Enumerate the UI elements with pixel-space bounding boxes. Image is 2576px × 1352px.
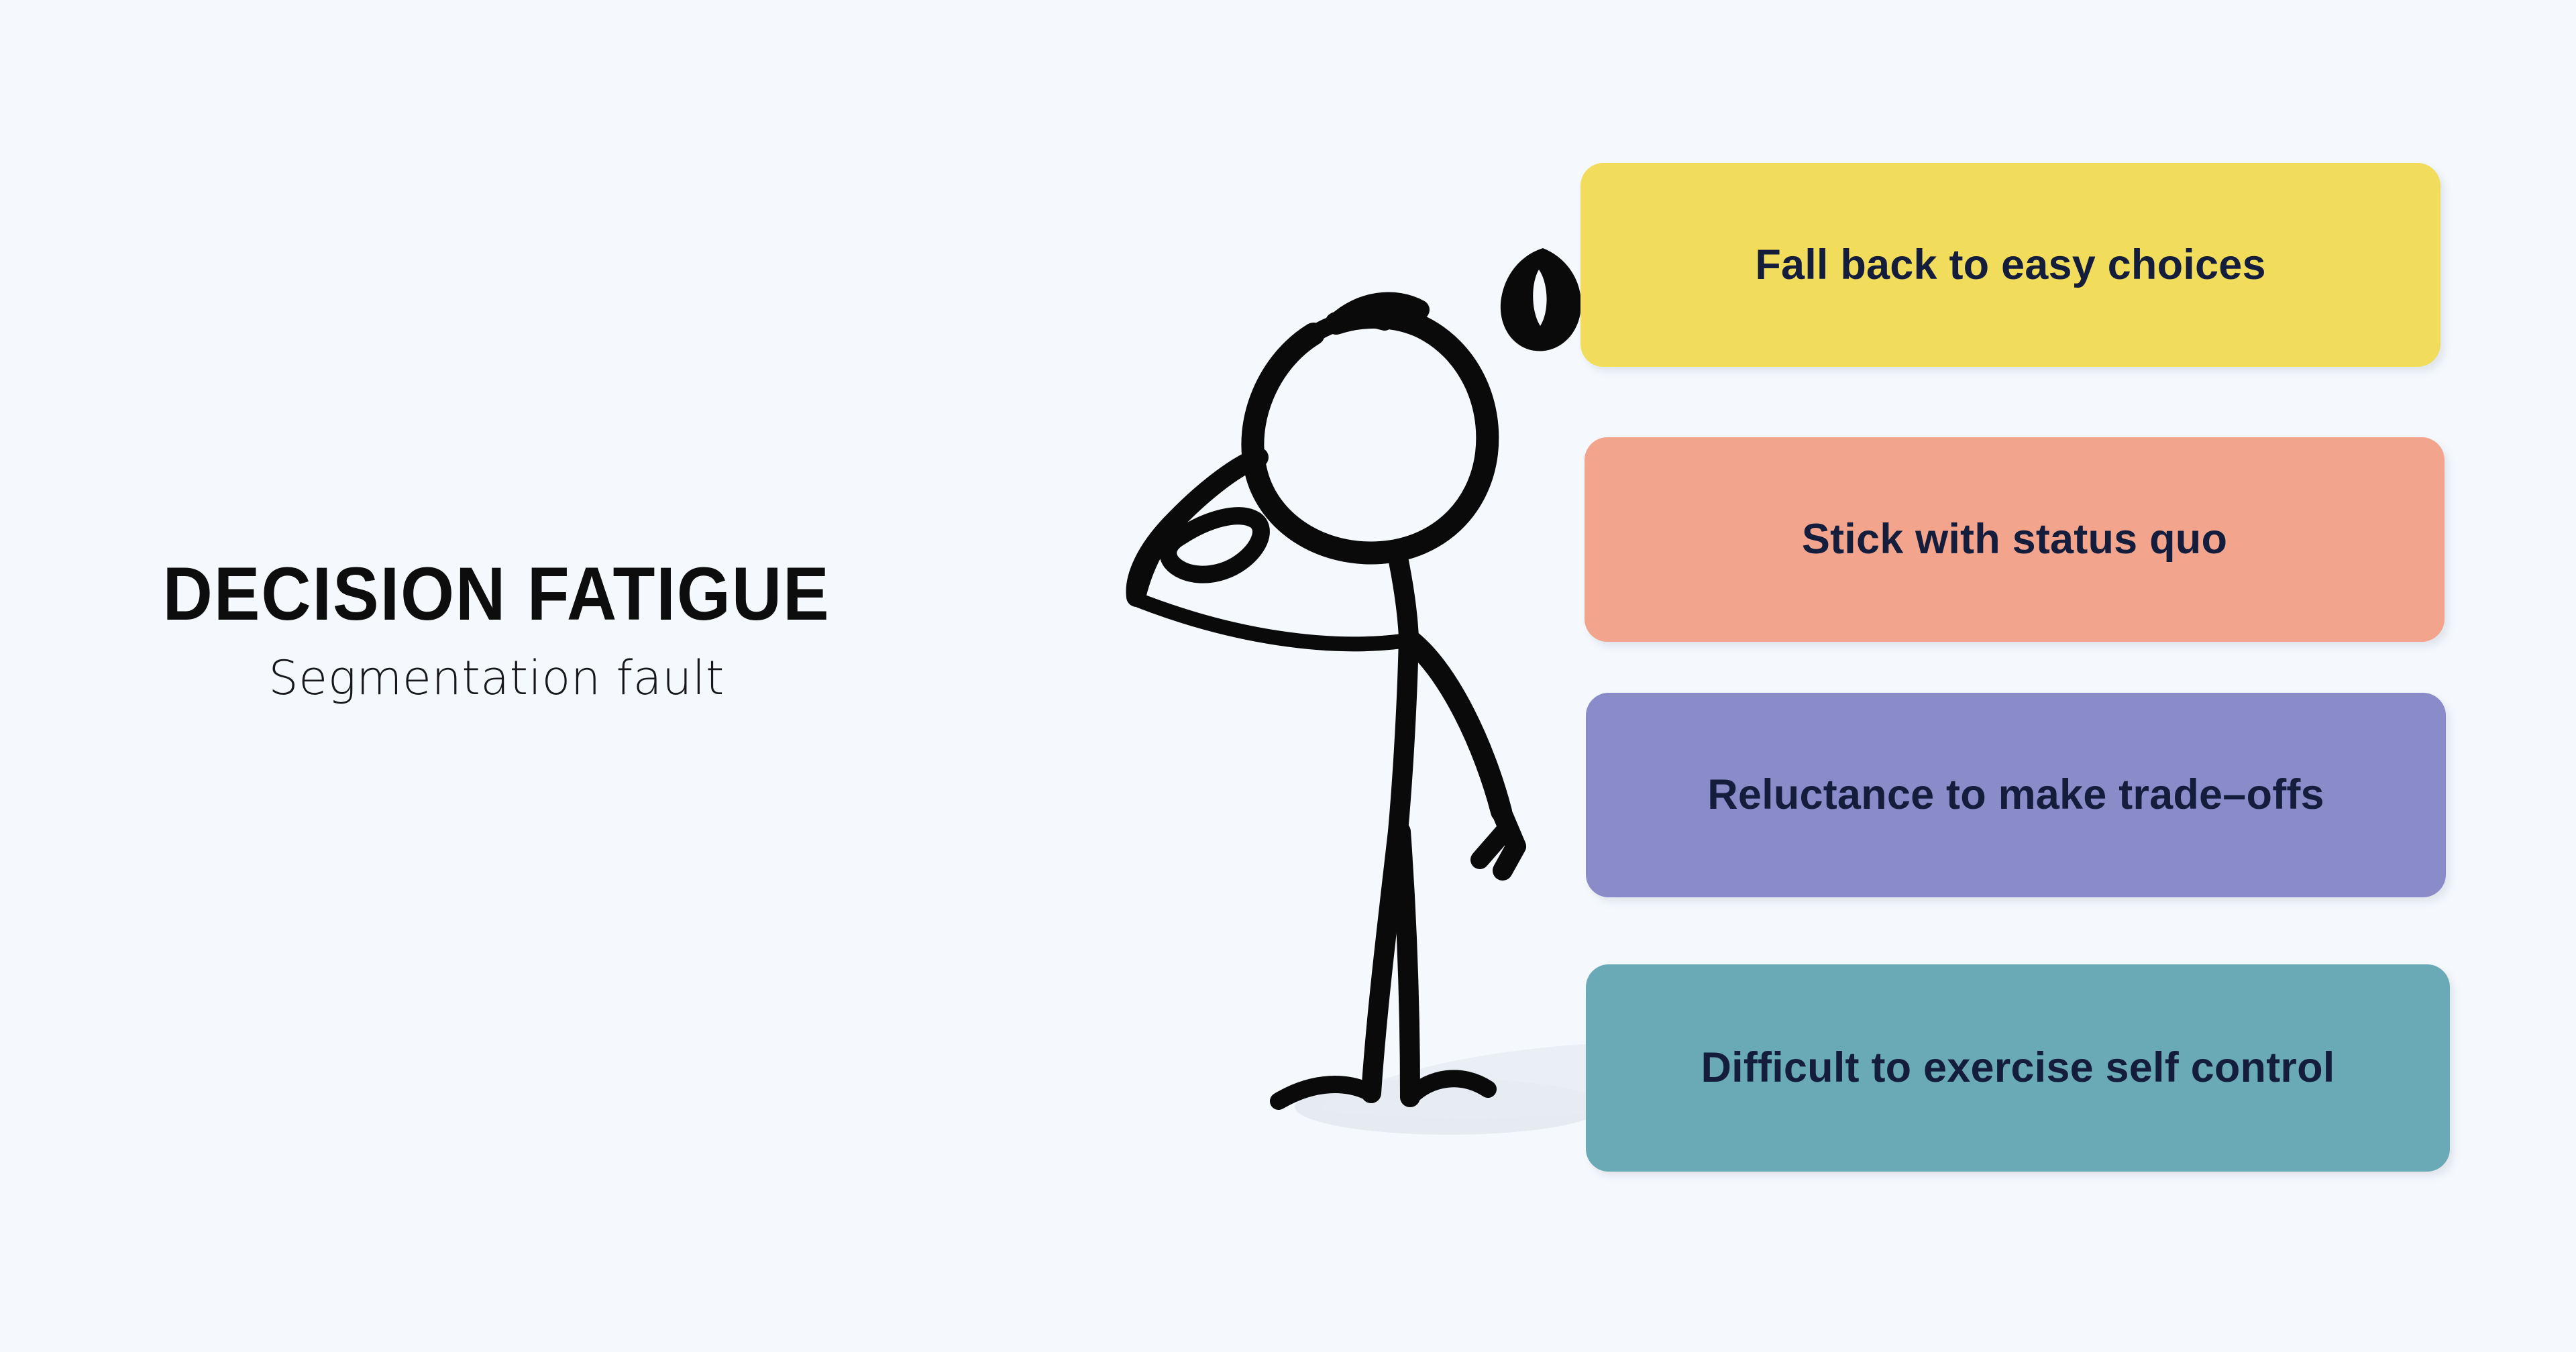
page-title: DECISION FATIGUE <box>162 552 830 636</box>
right-foot <box>1401 1070 1497 1106</box>
consequence-pill-list: Fall back to easy choices Stick with sta… <box>1580 163 2450 1182</box>
stick-figure-svg <box>1126 248 1597 1135</box>
pill-label: Stick with status quo <box>1801 516 2228 563</box>
pill-label: Reluctance to make trade–offs <box>1707 771 2324 819</box>
right-leg <box>1391 822 1420 1107</box>
shoulder-line <box>1133 594 1409 652</box>
tired-stick-figure-illustration <box>1100 221 1597 1207</box>
head <box>1241 305 1499 565</box>
sweat-drop-highlight <box>1533 270 1547 326</box>
pill-reluctance-to-make-trade-offs[interactable]: Reluctance to make trade–offs <box>1586 693 2446 897</box>
back-edge <box>1127 515 1181 606</box>
right-hand-thumb <box>1470 820 1516 869</box>
pill-label: Difficult to exercise self control <box>1701 1044 2335 1092</box>
left-arm-upper <box>1161 447 1269 534</box>
pill-label: Fall back to easy choices <box>1755 241 2266 288</box>
head-top-crease <box>1303 310 1393 344</box>
pill-difficult-to-exercise-self-control[interactable]: Difficult to exercise self control <box>1586 964 2450 1172</box>
pill-fall-back-to-easy-choices[interactable]: Fall back to easy choices <box>1580 163 2440 367</box>
left-hand <box>1159 507 1270 583</box>
page-subtitle: Segmentation fault <box>268 651 724 706</box>
torso <box>1388 627 1419 842</box>
neck <box>1387 541 1419 647</box>
right-arm <box>1401 630 1512 822</box>
left-foot <box>1270 1076 1380 1110</box>
pill-stick-with-status-quo[interactable]: Stick with status quo <box>1585 437 2445 642</box>
title-block: DECISION FATIGUE Segmentation fault <box>0 552 993 706</box>
